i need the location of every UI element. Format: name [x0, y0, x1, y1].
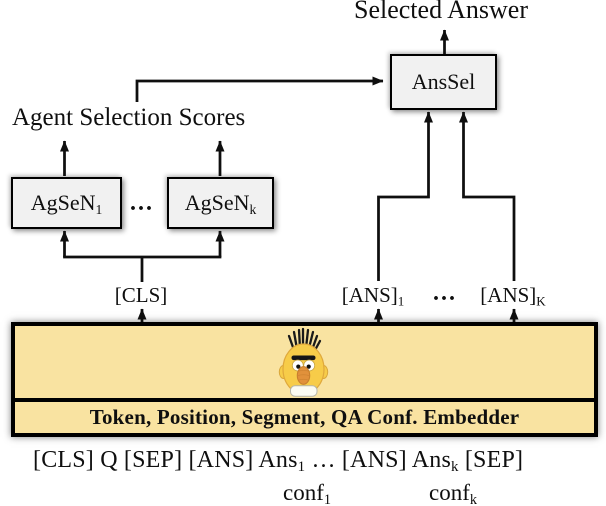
agsen-1-label: AgSeN	[30, 190, 96, 215]
anssel-label: AnsSel	[411, 69, 476, 94]
conf-k-subscript: k	[469, 491, 477, 506]
conf-1-subscript: 1	[323, 491, 331, 506]
ans-ellipsis: ...	[433, 280, 457, 306]
conf-k-label: confk	[429, 480, 477, 506]
input-sequence: [CLS] Q [SEP] [ANS] Ans1 … [ANS] Ansk [S…	[33, 447, 524, 476]
seq-subscript-1: 1	[297, 459, 306, 476]
ans-k-token-subscript: K	[536, 293, 546, 309]
seq-subscript-k: k	[451, 459, 459, 476]
ans-1-token-subscript: 1	[397, 293, 405, 309]
scores-to-anssel-elbow-arrow	[135, 76, 384, 102]
embedder-strip: Token, Position, Segment, QA Conf. Embed…	[15, 398, 594, 433]
ans-k-token-label: [ANS]K	[480, 283, 546, 309]
agents-ellipsis: ...	[130, 190, 154, 216]
cls-token-label: [CLS]	[114, 283, 168, 307]
bert-face-area	[15, 326, 594, 398]
anssel-node: AnsSel	[390, 54, 497, 110]
selected-answer-label: Selected Answer	[354, 0, 529, 24]
ans-k-to-anssel-arrow	[459, 111, 516, 281]
agsen-k-label: AgSeN	[184, 190, 250, 215]
agsen-k-node: AgSeNk	[167, 177, 274, 229]
agsen-k-subscript: k	[249, 201, 257, 217]
agsen-1-subscript: 1	[95, 201, 103, 217]
embedder-label: Token, Position, Segment, QA Conf. Embed…	[89, 405, 520, 429]
agsen-1-node: AgSeN1	[11, 177, 122, 229]
agent-selection-scores-label: Agent Selection Scores	[12, 104, 246, 131]
bert-encoder-panel: Token, Position, Segment, QA Conf. Embed…	[11, 322, 598, 437]
ans-1-to-anssel-arrow	[377, 111, 433, 281]
conf-1-label: conf1	[283, 480, 331, 506]
ans-1-token-label: [ANS]1	[341, 283, 405, 309]
